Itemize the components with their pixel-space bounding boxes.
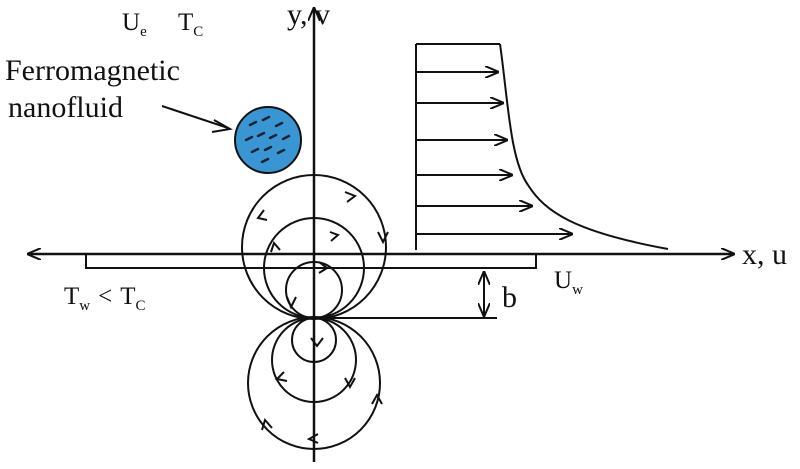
- flow-direction-arrowhead: [344, 191, 358, 203]
- flow-direction-arrowhead: [286, 296, 297, 310]
- flow-direction-arrowhead: [274, 371, 288, 382]
- flow-direction-arrowhead: [306, 433, 319, 444]
- ue-label: Ue: [122, 9, 147, 40]
- wall-temperature-label: Tw<TC: [64, 283, 146, 314]
- flow-direction-arrowhead: [261, 417, 273, 431]
- fluid-label-line2: nanofluid: [8, 91, 123, 124]
- loop-direction-arrows: [256, 191, 389, 444]
- label-pointer-head: [211, 119, 233, 133]
- flow-direction-arrowhead: [329, 231, 340, 242]
- flow-direction-arrowhead: [371, 392, 383, 405]
- flow-direction-arrowhead: [310, 337, 324, 348]
- field-loop-lower-inner: [291, 317, 337, 363]
- flow-direction-arrowhead: [344, 377, 356, 390]
- flow-direction-arrowhead: [377, 231, 389, 245]
- x-axis-label: x, u: [742, 238, 787, 271]
- nanoparticle-dots: [244, 115, 291, 164]
- y-axis-label: y, v: [287, 0, 330, 31]
- tc-label: TC: [178, 9, 203, 40]
- stretching-sheet: [85, 253, 537, 269]
- flow-direction-arrowhead: [318, 261, 329, 274]
- flow-direction-arrowhead: [270, 241, 281, 253]
- profile-curve: [499, 43, 669, 250]
- uw-label: Uw: [554, 267, 583, 298]
- flow-direction-arrowhead: [256, 209, 268, 221]
- label-pointer: [161, 105, 229, 129]
- gap-b-label: b: [502, 281, 517, 314]
- fluid-label-line1: Ferromagnetic: [5, 54, 180, 87]
